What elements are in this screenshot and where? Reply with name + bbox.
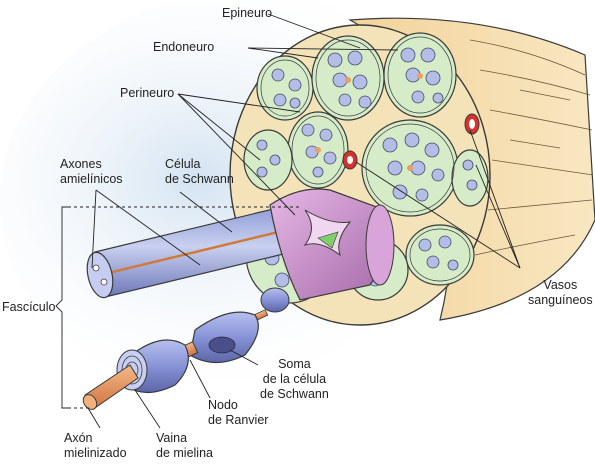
fascicle bbox=[405, 224, 475, 286]
epineurium-texture bbox=[469, 39, 594, 256]
label-line: Célula bbox=[165, 157, 201, 171]
label-line: mielinizado bbox=[64, 446, 127, 460]
label-nodo-ranvier: Nodo de Ranvier bbox=[208, 398, 268, 428]
schwann-fold bbox=[303, 209, 352, 257]
fasciculo-bracket bbox=[55, 206, 300, 409]
label-line: de mielina bbox=[156, 446, 213, 460]
label-line: Axones bbox=[60, 157, 102, 171]
fascicle bbox=[451, 149, 489, 207]
myelin-segment bbox=[260, 287, 290, 313]
axon-stripe bbox=[99, 226, 296, 277]
label-soma-schwann: Soma de la célula de Schwann bbox=[260, 357, 329, 402]
fascicle bbox=[243, 129, 293, 191]
label-axon-mielinizado: Axón mielinizado bbox=[64, 431, 127, 461]
label-line: Vasos bbox=[543, 278, 578, 292]
label-line: de Ranvier bbox=[208, 413, 269, 427]
fascicle bbox=[256, 55, 314, 121]
label-epineuro: Epineuro bbox=[222, 6, 273, 20]
label-vasos-sanguineos: Vasos sanguíneos bbox=[528, 278, 593, 308]
label-endoneuro: Endoneuro bbox=[153, 40, 215, 54]
label-axones-amielinicos: Axones amielínicos bbox=[60, 157, 123, 187]
tube-end bbox=[86, 251, 114, 299]
label-fasciculo: Fascículo bbox=[2, 300, 56, 314]
label-vaina-mielina: Vaina de mielina bbox=[156, 431, 213, 461]
perineurium-rings bbox=[260, 36, 471, 282]
label-line: Nodo bbox=[208, 398, 238, 412]
label-line: amielínicos bbox=[60, 172, 123, 186]
schwann-nucleus bbox=[208, 336, 236, 354]
label-line: de la célula bbox=[262, 372, 327, 386]
label-celula-schwann: Célula de Schwann bbox=[165, 157, 234, 187]
label-line: Soma bbox=[278, 357, 311, 371]
label-line: de Schwann bbox=[260, 387, 329, 401]
label-line: Axón bbox=[64, 431, 93, 445]
schwann-end bbox=[365, 204, 395, 286]
label-line: sanguíneos bbox=[528, 293, 593, 307]
label-perineuro: Perineuro bbox=[120, 86, 175, 100]
leader-lines bbox=[87, 13, 521, 429]
label-line: Vaina bbox=[156, 431, 188, 445]
label-line: de Schwann bbox=[165, 172, 234, 186]
